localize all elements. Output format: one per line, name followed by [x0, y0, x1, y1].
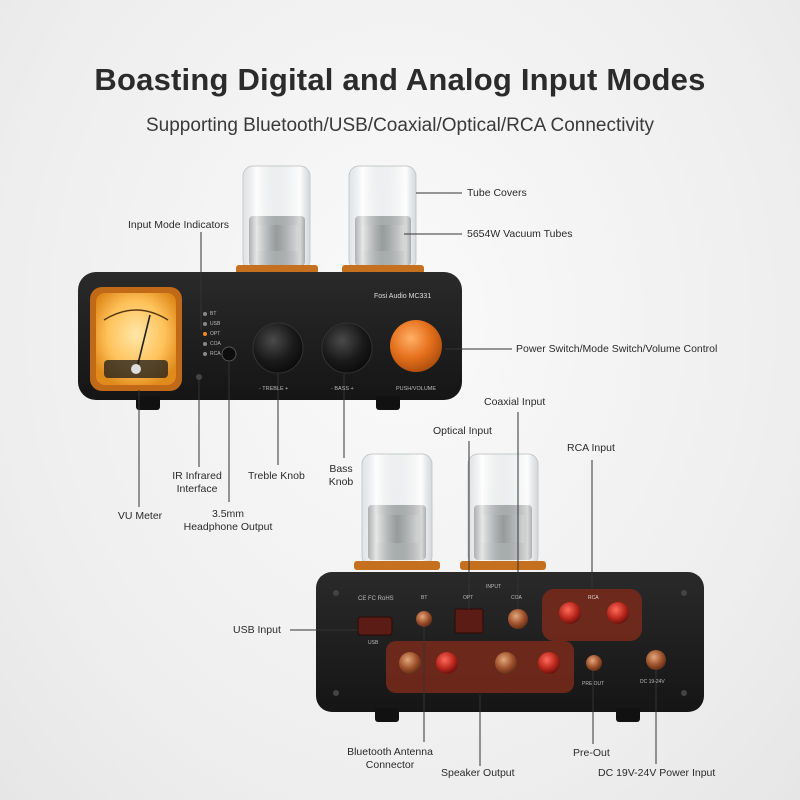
preout-port-label: PRE OUT	[582, 681, 605, 687]
indicator-labels: BT USB OPT COA RCA	[210, 311, 221, 357]
callout-coaxial-input: Coaxial Input	[484, 396, 546, 408]
opt-port-label: OPT	[463, 595, 474, 601]
rca-port-label: RCA	[588, 595, 599, 601]
bt-port-label: BT	[421, 595, 428, 601]
callout-bt-antenna: Bluetooth Antenna Connector	[347, 746, 433, 771]
callout-dc-power: DC 19V-24V Power Input	[598, 767, 716, 779]
treble-label: - TREBLE +	[259, 386, 289, 392]
rca-left	[559, 602, 581, 624]
front-tube-left	[236, 165, 318, 274]
back-tube-left	[354, 453, 440, 570]
callout-usb-input: USB Input	[233, 624, 281, 636]
rca-panel	[542, 589, 642, 641]
volume-knob	[390, 320, 442, 372]
coaxial-port	[508, 609, 528, 629]
callout-tube-covers: Tube Covers	[467, 187, 527, 199]
cert-label: CE FC RoHS	[358, 596, 394, 602]
bass-knob	[321, 322, 373, 374]
callout-treble-knob: Treble Knob	[248, 470, 305, 482]
dc-jack	[646, 650, 666, 670]
input-mode-indicators	[203, 312, 207, 356]
coa-port-label: COA	[511, 595, 522, 601]
callout-vacuum-tubes: 5654W Vacuum Tubes	[467, 228, 573, 240]
bass-label: - BASS +	[331, 386, 354, 392]
headphone-jack	[221, 346, 237, 362]
usb-port-label: USB	[368, 640, 379, 646]
treble-knob	[252, 322, 304, 374]
callout-headphone: 3.5mm Headphone Output	[183, 508, 273, 533]
input-port-label: INPUT	[486, 584, 501, 590]
callout-optical-input: Optical Input	[433, 425, 492, 437]
callout-lines	[138, 192, 657, 766]
callout-pre-out: Pre-Out	[573, 747, 610, 759]
back-tube-right	[460, 453, 546, 570]
usb-port	[357, 616, 393, 636]
bt-antenna-connector	[416, 611, 432, 627]
dc-port-label: DC 19-24V	[640, 679, 665, 685]
callout-power-switch: Power Switch/Mode Switch/Volume Control	[516, 343, 718, 355]
pre-out-jack	[586, 655, 602, 671]
callout-ir-interface: IR Infrared Interface	[172, 470, 222, 495]
volume-label: PUSH/VOLUME	[396, 386, 437, 392]
page-subtitle: Supporting Bluetooth/USB/Coaxial/Optical…	[146, 115, 654, 136]
callout-rca-input: RCA Input	[567, 442, 615, 454]
vu-meter	[90, 287, 182, 391]
page-title: Boasting Digital and Analog Input Modes	[94, 62, 706, 97]
ir-sensor	[196, 374, 202, 380]
rca-right	[607, 602, 629, 624]
callout-input-mode-indicators: Input Mode Indicators	[128, 219, 229, 231]
optical-port	[454, 608, 484, 634]
callout-speaker-output: Speaker Output	[441, 767, 515, 779]
speaker-terminal-panel	[386, 641, 574, 693]
brand-label: Fosi Audio MC331	[374, 293, 432, 300]
callout-bass-knob: Bass Knob	[328, 463, 354, 488]
front-tube-right	[342, 165, 424, 274]
callout-vu-meter: VU Meter	[117, 510, 163, 522]
